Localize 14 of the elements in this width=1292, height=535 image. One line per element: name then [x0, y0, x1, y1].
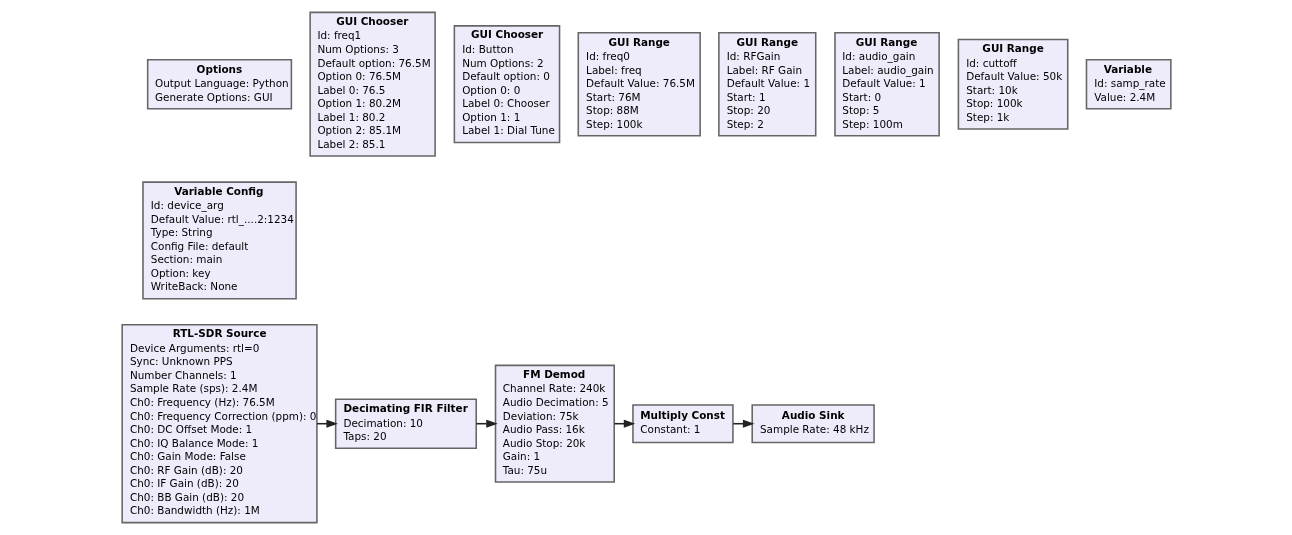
node-box: Options Output Language: Python Generate Options: GUI [146, 58, 292, 110]
node-box: GUI Chooser Id: Button Num Options: 2 Default option: 0 Option 0: 0 Label 0: Chooser Option 1: 1 Label 1: Dial Tune [453, 25, 560, 144]
node-box: GUI Range Id: freq0 Label: freq Default Value: 76.5M Start: 76M Stop: 88M Step: 100k [577, 31, 701, 137]
node-box: Decimating FIR Filter Decimation: 10 Taps: 20 [334, 398, 477, 449]
node-box: FM Demod Channel Rate: 240k Audio Decimation: 5 Deviation: 75k Audio Pass: 16k Audio Stop: 20k Gain: 1 Tau: 75u [494, 364, 615, 483]
node-box: Multiply Const Constant: 1 [631, 404, 734, 444]
node-box: GUI Chooser Id: freq1 Num Options: 3 Default option: 76.5M Option 0: 76.5M Label 0: 76.5 Option 1: 80.2M Label 1: 80.2 Option 2: 85.1M Label 2: 85.1 [308, 11, 436, 157]
node-box: Variable Config Id: device_arg Default Value: rtl_....2:1234 Type: String Config File: default Section: main Option: key WriteBack: None [141, 181, 297, 300]
node-box: RTL-SDR Source Device Arguments: rtl=0 Sync: Unknown PPS Number Channels: 1 Sample Rate (sps): 2.4M Ch0: Frequency (Hz): 76.5M Ch0: Frequency Correction (ppm): 0 Ch0: DC Offset Mode: 1 Ch0: IQ Balance Mode: 1 Ch0: Gain Mode: False Ch0: RF Gain (dB): 20 Ch0: IF Gain (dB): 20 Ch0: BB Gain (dB): 20 Ch0: Bandwidth (Hz): 1M [120, 324, 318, 524]
node-box: Variable Id: samp_rate Value: 2.4M [1085, 58, 1172, 110]
node-box: Audio Sink Sample Rate: 48 kHz [750, 404, 875, 444]
node-box: GUI Range Id: cuttoff Default Value: 50k Start: 10k Stop: 100k Step: 1k [957, 38, 1068, 130]
node-box: GUI Range Id: RFGain Label: RF Gain Default Value: 1 Start: 1 Stop: 20 Step: 2 [717, 31, 816, 137]
node-box: GUI Range Id: audio_gain Label: audio_gain Default Value: 1 Start: 0 Stop: 5 Step: 100m [833, 31, 940, 137]
